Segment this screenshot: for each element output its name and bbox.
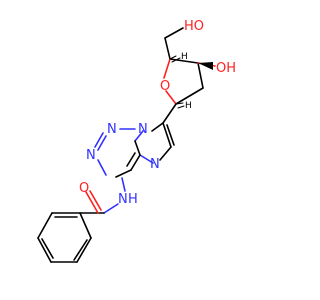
bond-ringo-c4 [163, 58, 171, 79]
label-stereo-h-c4: H [181, 52, 188, 62]
label-triazine-n3: N [86, 148, 96, 163]
bond-c2-c1 [175, 87, 204, 105]
bond-ch2-c4 [164, 37, 171, 60]
label-carbonyl-oxygen: O [79, 181, 89, 196]
label-imidazole-n: N [150, 157, 160, 172]
bond-c3-c2 [197, 62, 204, 89]
label-triazine-n2: N [107, 122, 117, 137]
label-triazine-n1: N [138, 122, 148, 137]
molecule-structure-diagram: HO OH O H H N N N N N H O [37, 19, 236, 263]
bond-c4-c3 [169, 58, 199, 64]
imidazole-ring [134, 122, 175, 164]
bond-c1-imidazole [162, 103, 177, 124]
label-oh-right: OH [216, 61, 236, 76]
bond-ho-ch2 [164, 27, 184, 39]
bond-c1-ringo [165, 90, 177, 105]
sugar-ring [163, 27, 216, 109]
label-amide-n: N [118, 192, 128, 207]
benzamide [37, 190, 119, 263]
stereo-hash-c1 [175, 102, 185, 109]
label-stereo-h-c1: H [185, 101, 192, 111]
stereo-wedge-c3 [198, 62, 213, 70]
label-amide-h: H [128, 192, 138, 207]
label-ring-oxygen: O [160, 79, 170, 94]
stereo-hash-c4 [169, 55, 181, 63]
triazine-ring [94, 128, 141, 192]
label-ho-top: HO [184, 19, 204, 34]
